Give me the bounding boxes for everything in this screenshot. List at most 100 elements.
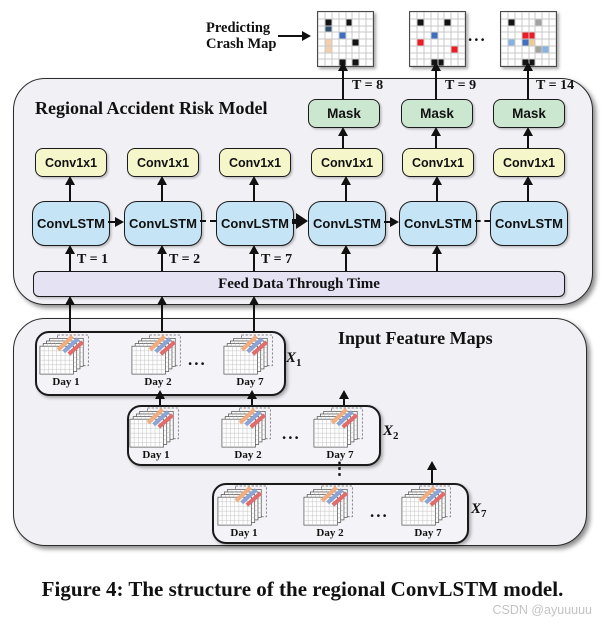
crash-map-cell [535, 45, 543, 53]
conv1x1-box: Conv1x1 [402, 148, 474, 177]
crash-map-cell [515, 53, 522, 60]
time-label-t14: T = 14 [536, 78, 575, 93]
crash-map-cell [508, 53, 515, 60]
crash-map-cell [324, 45, 332, 53]
crash-map-cell [431, 26, 438, 33]
crash-map-cell [410, 53, 417, 60]
x-label-base: X [286, 350, 297, 366]
crash-map-cell [345, 18, 353, 26]
crash-map-cell [359, 46, 366, 53]
crash-map-cell [318, 12, 325, 19]
time-label-t9: T = 9 [445, 78, 477, 93]
crash-map-cell [346, 32, 353, 39]
crash-map-cell [346, 12, 353, 19]
crash-map-cell [352, 12, 359, 19]
crash-map-cell [318, 39, 325, 46]
crash-map-cell [366, 32, 373, 39]
crash-map-cell [508, 26, 515, 33]
crash-map-cell [410, 26, 417, 33]
bar-to-lstm-line [161, 252, 163, 271]
mask-box: Mask [493, 99, 565, 128]
crash-map-cell [417, 59, 424, 66]
crash-map-cell [522, 19, 529, 26]
crash-map-cell [438, 39, 445, 46]
crash-map-cell [444, 26, 451, 33]
mask-box: Mask [401, 99, 473, 128]
crash-map-cell [508, 32, 515, 39]
crash-map-cell [515, 32, 522, 39]
convlstm-box: ConvLSTM [308, 201, 386, 246]
crash-map-cell [529, 53, 536, 60]
crash-map-cell [438, 32, 445, 39]
crash-map-cell [339, 46, 346, 53]
day-label: Day 7 [236, 376, 264, 388]
feature-map-stack-icon [39, 334, 93, 377]
time-label-t1: T = 1 [77, 252, 109, 267]
crash-map-cell [535, 53, 542, 60]
crash-map-cell [352, 19, 359, 26]
crash-map-cell [501, 26, 508, 33]
crash-map-cell [549, 39, 556, 46]
crash-map-cell [458, 26, 465, 33]
crash-map-cell [346, 53, 353, 60]
crash-map-cell [438, 19, 445, 26]
crash-map-cell [542, 12, 549, 19]
lstm-to-conv-line [69, 184, 71, 201]
crash-map-cell [542, 19, 549, 26]
input-to-bar-arrowhead-icon [249, 296, 259, 305]
crash-map-cell [522, 26, 529, 33]
crash-map-cell [359, 19, 366, 26]
crash-map-cell [549, 19, 556, 26]
convlstm-box: ConvLSTM [124, 201, 202, 246]
crash-map-cell [324, 25, 332, 33]
crash-map-cell [416, 18, 424, 26]
predicting-arrowhead-icon [302, 31, 311, 41]
bar-to-lstm-line [345, 252, 347, 271]
crash-map-cell [501, 46, 508, 53]
crash-map-cell [501, 53, 508, 60]
crash-map-cell [359, 12, 366, 19]
conv-to-mask-arrowhead-icon [338, 127, 348, 136]
lstm-connector-dashed [200, 220, 216, 222]
bar-to-lstm-arrowhead-icon [65, 245, 75, 254]
lstm-to-conv-arrowhead-icon [523, 176, 533, 185]
crash-map-cell [359, 39, 366, 46]
lstm-connector-line [384, 221, 392, 223]
crash-map-cell [424, 46, 431, 53]
crash-map-cell [410, 19, 417, 26]
feature-map-stack-icon [303, 485, 357, 528]
crash-map-cell [528, 32, 536, 39]
mask-to-map-arrowhead-icon [431, 62, 441, 71]
crash-map-cell [528, 39, 536, 46]
crash-map-cell [346, 39, 353, 46]
row-ellipsis: ... [370, 502, 389, 521]
crash-map-cell [549, 46, 556, 53]
crash-map-cell [325, 32, 332, 39]
crash-map-cell [325, 12, 332, 19]
conv-to-mask-line [527, 135, 529, 148]
lstm-to-conv-arrowhead-icon [65, 176, 75, 185]
crash-map-cell [431, 53, 438, 60]
bar-to-lstm-line [69, 252, 71, 271]
bar-to-lstm-arrowhead-icon [157, 245, 167, 254]
bar-to-lstm-line [436, 252, 438, 271]
crash-map-cell [549, 26, 556, 33]
bar-to-lstm-arrowhead-icon [249, 245, 259, 254]
crash-map-cell [332, 26, 339, 33]
x7-label: X7 [471, 501, 487, 520]
conv1x1-box: Conv1x1 [127, 148, 199, 177]
crash-map-cell [522, 12, 529, 19]
lstm-to-conv-line [253, 184, 255, 201]
crash-map-cell [417, 12, 424, 19]
day-label: Day 2 [234, 449, 262, 461]
crash-map-cell [366, 26, 373, 33]
day-label: Day 1 [142, 449, 170, 461]
x2-to-x1-arrowhead-icon [247, 390, 257, 399]
crash-map-cell [359, 32, 366, 39]
crash-map-cell [451, 45, 459, 53]
lstm-to-conv-line [436, 184, 438, 201]
crash-map-cell [451, 39, 458, 46]
time-label-t7: T = 7 [261, 252, 293, 267]
input-to-bar-arrowhead-icon [65, 296, 75, 305]
input-to-bar-line [253, 304, 255, 331]
